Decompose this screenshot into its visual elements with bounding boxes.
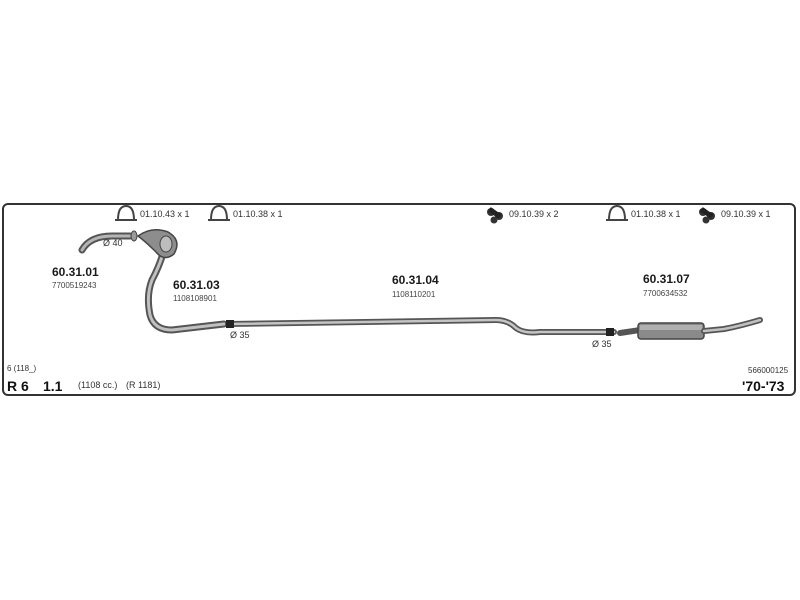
middle-pipe-60-31-04 (225, 316, 617, 336)
clamp-icon (115, 204, 137, 221)
accessory-code: 09.10.39 x 2 (509, 209, 559, 219)
oem-number: 7700634532 (643, 289, 688, 298)
engine-cc: (1108 cc.) (78, 380, 118, 390)
clamp-icon (208, 204, 230, 221)
set-number: 566000125 (748, 366, 789, 375)
diameter-label: Ø 40 (103, 238, 123, 248)
accessory-code: 01.10.38 x 1 (233, 209, 283, 219)
part-number: 60.31.07 (643, 272, 690, 286)
oem-number: 1108110201 (392, 290, 436, 299)
production-years: '70-'73 (742, 378, 785, 394)
oem-number: 1108108901 (173, 294, 217, 303)
engine-size: 1.1 (43, 378, 63, 394)
rubber-mount-icon (487, 207, 503, 224)
accessory-code: 01.10.38 x 1 (631, 209, 681, 219)
clamp-icon (606, 204, 628, 221)
diameter-label: Ø 35 (230, 330, 250, 340)
part-number: 60.31.03 (173, 278, 220, 292)
accessory-code: 01.10.43 x 1 (140, 209, 190, 219)
rear-silencer-60-31-07 (617, 317, 763, 340)
part-number: 60.31.01 (52, 265, 99, 279)
oem-number: 7700519243 (52, 281, 97, 290)
diameter-label: Ø 35 (592, 339, 612, 349)
part-number: 60.31.04 (392, 273, 439, 287)
rubber-mount-icon (699, 207, 715, 224)
engine-code: (R 1181) (126, 380, 161, 390)
front-pipe-60-31-01 (78, 232, 134, 254)
accessory-code: 09.10.39 x 1 (721, 209, 771, 219)
down-pipe-60-31-03 (130, 229, 228, 334)
vehicle-model: R 6 (7, 378, 29, 394)
vehicle-series: 6 (118_) (7, 364, 37, 373)
